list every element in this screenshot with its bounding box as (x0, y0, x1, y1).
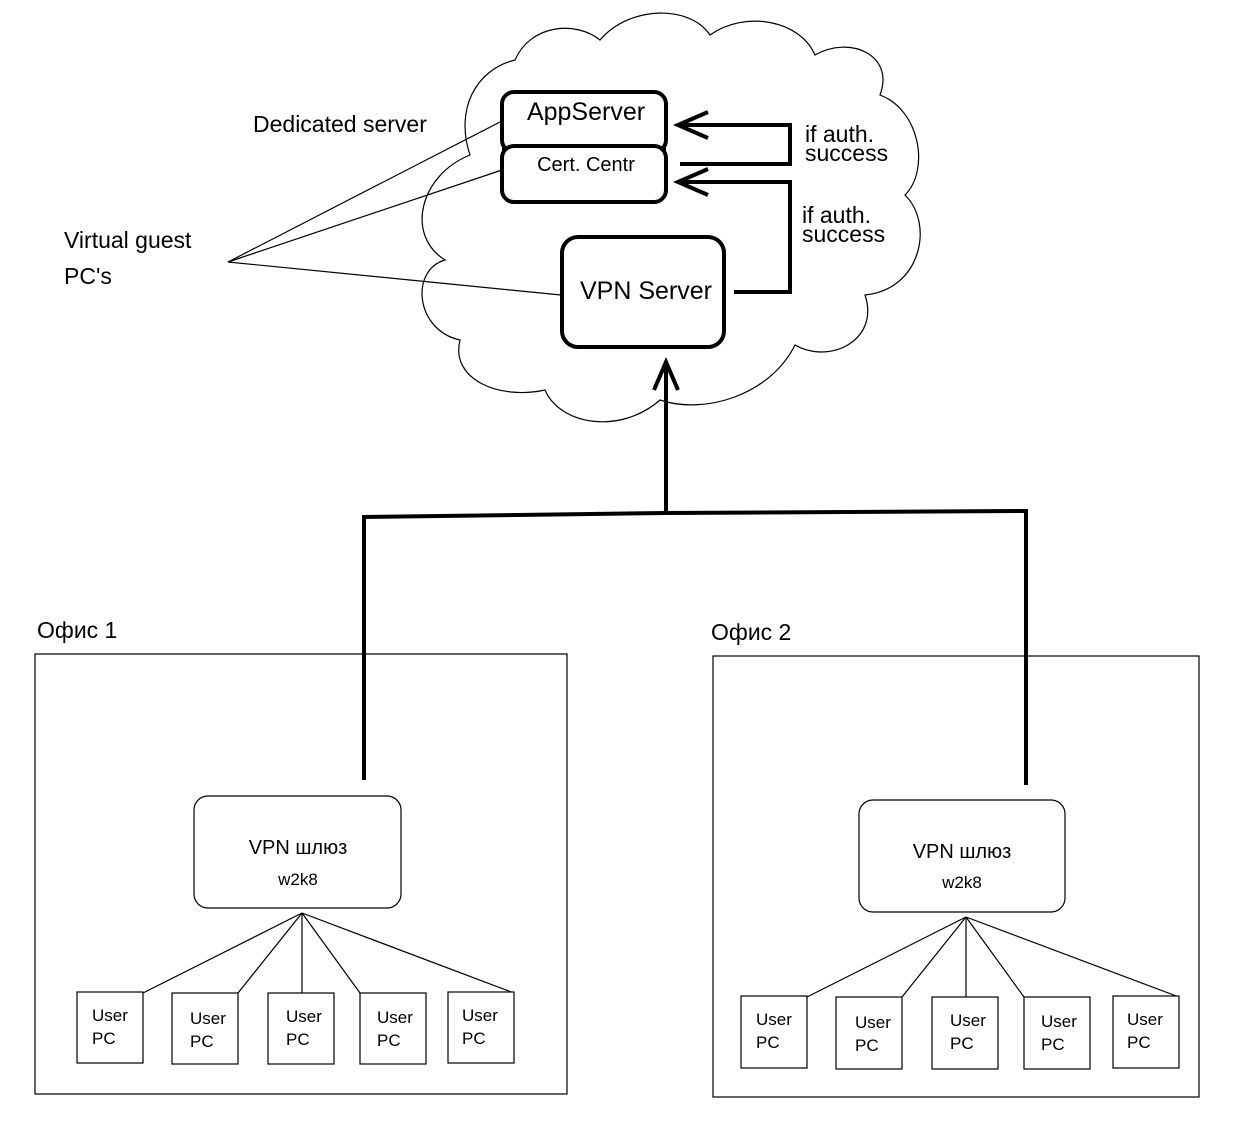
user-pc: User PC (359, 992, 427, 1065)
auth-arrowhead-appserver (672, 110, 709, 140)
appserver-label: AppServer (527, 98, 645, 126)
vpn-gateway-box (858, 799, 1066, 913)
user-pc-box (267, 992, 335, 1065)
user-pc: User PC (740, 995, 808, 1069)
auth-bottom-line1: if auth. (802, 202, 871, 228)
user-pc: User PC (931, 996, 999, 1070)
vpn-gateway-label: VPN шлюз (249, 837, 348, 859)
dedicated-pointer-line (227, 121, 501, 263)
user-pc-label: User (1127, 1010, 1163, 1029)
user-pc-label: User (377, 1008, 413, 1027)
vpn-gateway-label: VPN шлюз (913, 841, 1012, 863)
user-pc-box (171, 992, 239, 1065)
user-pc-box (359, 992, 427, 1065)
user-pc-label: User (190, 1009, 226, 1028)
user-pc-box (1112, 995, 1180, 1069)
auth-arrow-cert (680, 180, 792, 294)
dedicated-server-label: Dedicated server (253, 111, 427, 137)
user-pc-box (740, 995, 808, 1069)
user-pc-label: PC (92, 1029, 116, 1048)
cert-centr-label: Cert. Centr (537, 154, 635, 176)
pc-link (237, 912, 303, 994)
user-pc-label: User (92, 1006, 128, 1025)
auth-top-line2: success (805, 140, 888, 166)
user-pc-box (447, 991, 515, 1064)
uplink-office1 (362, 511, 667, 780)
user-pc-box (1023, 996, 1091, 1070)
pc-link (965, 916, 1180, 998)
cloud-shape (421, 12, 921, 423)
user-pc-label: User (1041, 1012, 1077, 1031)
office2-links (806, 916, 1180, 998)
user-pc-label: PC (462, 1029, 486, 1048)
user-pc-box (835, 996, 903, 1070)
auth-top-line1: if auth. (805, 121, 874, 147)
user-pc-label: PC (286, 1030, 310, 1049)
user-pc-label: PC (855, 1036, 879, 1055)
pc-link (301, 912, 515, 994)
user-pc-label: PC (756, 1033, 780, 1052)
virtual-guest-label-line1: Virtual guest (64, 227, 192, 253)
pc-link (142, 912, 303, 994)
office-frame (712, 655, 1200, 1098)
uplink-arrowhead (652, 356, 680, 391)
virtual-guest-label-line2: PC's (64, 263, 112, 289)
user-pc-label: User (855, 1013, 891, 1032)
user-pc-label: PC (1127, 1033, 1151, 1052)
pc-link (806, 916, 967, 998)
vpn-gateway-os: w2k8 (277, 870, 318, 889)
user-pc-label: User (950, 1011, 986, 1030)
pc-link (965, 916, 1025, 998)
office-title: Офис 1 (37, 617, 117, 643)
virtual-pointer-line-vpn (227, 261, 562, 296)
user-pc-box (931, 996, 999, 1070)
auth-arrow-appserver (680, 123, 792, 166)
user-pc-label: User (286, 1007, 322, 1026)
vpn-server-box (560, 235, 726, 349)
office-title: Офис 2 (711, 619, 791, 645)
user-pc-label: User (462, 1006, 498, 1025)
office1-links (142, 912, 515, 994)
user-pc: User PC (76, 991, 144, 1064)
user-pc: User PC (1112, 995, 1180, 1069)
user-pc-label: User (756, 1010, 792, 1029)
user-pc: User PC (267, 992, 335, 1065)
vpn-server-label: VPN Server (580, 277, 712, 305)
user-pc: User PC (1023, 996, 1091, 1070)
user-pc-label: PC (377, 1031, 401, 1050)
vpn-gateway-box (193, 795, 402, 909)
user-pc: User PC (447, 991, 515, 1064)
user-pc-label: PC (950, 1034, 974, 1053)
cert-centr-box (500, 144, 668, 204)
user-pc: User PC (835, 996, 903, 1070)
user-pc: User PC (171, 992, 239, 1065)
pc-link (901, 916, 967, 998)
vpn-gateway-os: w2k8 (941, 873, 982, 892)
uplink-office2 (665, 508, 1028, 785)
user-pc-box (76, 991, 144, 1064)
user-pc-label: PC (1041, 1035, 1065, 1054)
auth-arrowhead-cert (672, 167, 709, 197)
virtual-pointer-line-cert (227, 169, 503, 263)
office-frame (34, 653, 568, 1095)
auth-bottom-line2: success (802, 221, 885, 247)
user-pc-label: PC (190, 1032, 214, 1051)
pc-link (301, 912, 361, 994)
